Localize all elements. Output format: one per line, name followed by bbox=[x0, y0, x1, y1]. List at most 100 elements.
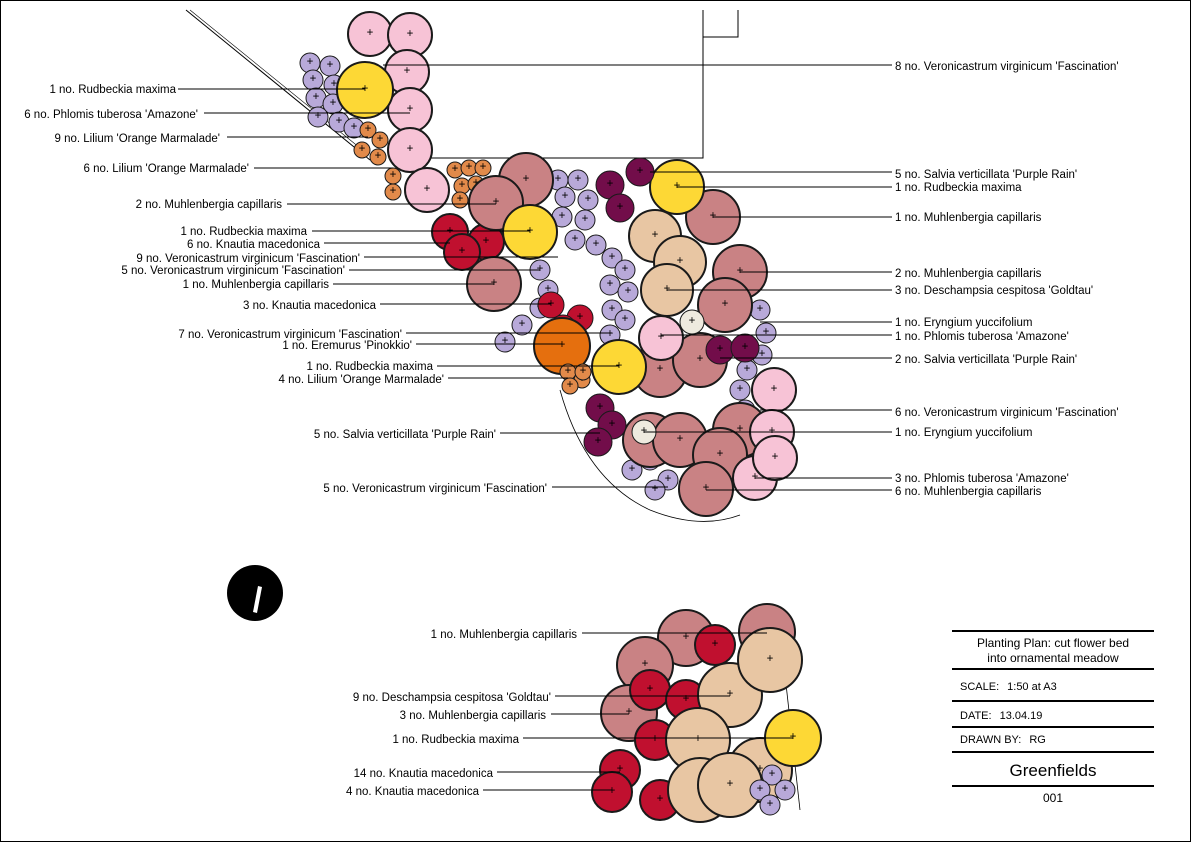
plant-centre-mark: + bbox=[548, 298, 555, 310]
plant-centre-mark: + bbox=[480, 161, 487, 173]
date-label: DATE: bbox=[960, 710, 992, 722]
plant-veronicastrum-virginicum-fascination-5-16 bbox=[617, 281, 639, 303]
plant-centre-mark: + bbox=[609, 418, 616, 430]
plant-veronicastrum-virginicum-fascination-5-24 bbox=[729, 379, 751, 401]
scale-label: SCALE: bbox=[960, 681, 1000, 693]
plant-centre-mark: + bbox=[752, 471, 759, 483]
plant-centre-mark: + bbox=[585, 193, 592, 205]
plant-phlomis-tuberosa-amazone-0-4 bbox=[387, 127, 433, 173]
plant-centre-mark: + bbox=[782, 783, 789, 795]
plant-veronicastrum-virginicum-fascination-19-1 bbox=[749, 779, 771, 801]
plant-centre-mark: + bbox=[677, 255, 684, 267]
plant-centre-mark: + bbox=[313, 91, 320, 103]
plant-centre-mark: + bbox=[652, 483, 659, 495]
plant-centre-mark: + bbox=[537, 263, 544, 275]
plant-centre-mark: + bbox=[609, 251, 616, 263]
plant-centre-mark: + bbox=[607, 278, 614, 290]
top-label-20: 1 no. Muhlenbergia capillaris bbox=[895, 212, 1042, 224]
plant-centre-mark: + bbox=[703, 482, 710, 494]
plant-centre-mark: + bbox=[307, 56, 314, 68]
plant-centre-mark: + bbox=[580, 365, 587, 377]
plant-centre-mark: + bbox=[452, 163, 459, 175]
top-label-11: 3 no. Knautia macedonica bbox=[243, 300, 377, 312]
plant-deschampsia-cespitosa-goldtau-17-1 bbox=[737, 627, 803, 693]
plant-centre-mark: + bbox=[626, 706, 633, 718]
plant-centre-mark: + bbox=[375, 150, 382, 162]
plant-salvia-verticillata-purple-rain-8-7 bbox=[730, 333, 760, 363]
north-arrow-icon bbox=[227, 565, 283, 621]
plant-centre-mark: + bbox=[457, 193, 464, 205]
top-label-14: 1 no. Rudbeckia maxima bbox=[306, 361, 433, 373]
plant-centre-mark: + bbox=[390, 185, 397, 197]
plant-centre-mark: + bbox=[331, 78, 338, 90]
plant-centre-mark: + bbox=[527, 225, 534, 237]
plant-centre-mark: + bbox=[647, 683, 654, 695]
plant-centre-mark: + bbox=[545, 283, 552, 295]
top-label-12: 7 no. Veronicastrum virginicum 'Fascinat… bbox=[178, 329, 402, 341]
top-label-4: 6 no. Lilium 'Orange Marmalade' bbox=[84, 163, 249, 175]
top-label-25: 2 no. Salvia verticillata 'Purple Rain' bbox=[895, 354, 1077, 366]
plant-centre-mark: + bbox=[769, 768, 776, 780]
top-label-7: 6 no. Knautia macedonica bbox=[187, 239, 321, 251]
plant-lilium-orange-marmalade-12-3 bbox=[574, 363, 592, 381]
top-label-28: 3 no. Phlomis tuberosa 'Amazone' bbox=[895, 473, 1069, 485]
plant-centre-mark: + bbox=[577, 311, 584, 323]
plant-centre-mark: + bbox=[665, 473, 672, 485]
plant-centre-mark: + bbox=[559, 339, 566, 351]
plant-veronicastrum-virginicum-fascination-19-3 bbox=[759, 794, 781, 816]
title-block: Planting Plan: cut flower bed into ornam… bbox=[952, 630, 1154, 812]
plant-veronicastrum-virginicum-fascination-1-6 bbox=[307, 106, 329, 128]
top-label-1: 1 no. Rudbeckia maxima bbox=[49, 84, 176, 96]
plant-centre-mark: + bbox=[657, 363, 664, 375]
drawing-title-line-1: Planting Plan: cut flower bed bbox=[976, 636, 1130, 650]
plant-veronicastrum-virginicum-fascination-5-14 bbox=[614, 259, 636, 281]
plant-rudbeckia-maxima-7-0 bbox=[502, 204, 558, 260]
plant-centre-mark: + bbox=[407, 143, 414, 155]
label-leader-lines bbox=[178, 64, 892, 791]
plant-centre-mark: + bbox=[652, 733, 659, 745]
plant-centre-mark: + bbox=[567, 379, 574, 391]
plant-rudbeckia-maxima-2-0 bbox=[336, 61, 394, 119]
plant-centre-mark: + bbox=[327, 59, 334, 71]
plant-centre-mark: + bbox=[582, 213, 589, 225]
plant-centre-mark: + bbox=[483, 235, 490, 247]
plant-centre-mark: + bbox=[697, 353, 704, 365]
plant-knautia-macedonica-10-0 bbox=[537, 291, 565, 319]
plant-groups: + + + + + + + + + + + + + + + + + + + + + + + + + + + + + + + + + + + + + + + +… bbox=[299, 11, 822, 823]
plant-centre-mark: + bbox=[404, 65, 411, 77]
top-label-22: 3 no. Deschampsia cespitosa 'Goldtau' bbox=[895, 285, 1093, 297]
plant-lilium-orange-marmalade-3-2 bbox=[353, 141, 371, 159]
plant-centre-mark: + bbox=[629, 463, 636, 475]
plant-centre-mark: + bbox=[523, 173, 530, 185]
top-label-0: 8 no. Veronicastrum virginicum 'Fascinat… bbox=[895, 61, 1119, 73]
plant-eryngium-yuccifolium-13-0 bbox=[679, 309, 705, 335]
plant-centre-mark: + bbox=[744, 363, 751, 375]
plant-centre-mark: + bbox=[617, 201, 624, 213]
plant-centre-mark: + bbox=[757, 303, 764, 315]
plant-centre-mark: + bbox=[695, 733, 702, 745]
plant-centre-mark: + bbox=[767, 798, 774, 810]
drawn-by-value: RG bbox=[1029, 734, 1046, 746]
top-label-27: 1 no. Eryngium yuccifolium bbox=[895, 427, 1032, 439]
plant-veronicastrum-virginicum-fascination-5-5 bbox=[574, 209, 596, 231]
plant-centre-mark: + bbox=[330, 97, 337, 109]
bottom-label-1: 9 no. Deschampsia cespitosa 'Goldtau' bbox=[353, 692, 551, 704]
plant-centre-mark: + bbox=[502, 335, 509, 347]
plant-veronicastrum-virginicum-fascination-19-0 bbox=[761, 764, 783, 786]
top-label-23: 1 no. Eryngium yuccifolium bbox=[895, 317, 1032, 329]
plant-centre-mark: + bbox=[742, 341, 749, 353]
plant-centre-mark: + bbox=[763, 326, 770, 338]
plant-centre-mark: + bbox=[641, 425, 648, 437]
plant-centre-mark: + bbox=[466, 161, 473, 173]
plant-centre-mark: + bbox=[637, 165, 644, 177]
plant-centre-mark: + bbox=[359, 143, 366, 155]
top-label-18: 5 no. Salvia verticillata 'Purple Rain' bbox=[895, 169, 1077, 181]
plant-centre-mark: + bbox=[459, 245, 466, 257]
scale-value: 1:50 at A3 bbox=[1007, 681, 1057, 693]
plant-centre-mark: + bbox=[757, 783, 764, 795]
plant-muhlenbergia-capillaris-6-12 bbox=[678, 461, 734, 517]
top-label-10: 1 no. Muhlenbergia capillaris bbox=[183, 279, 330, 291]
plant-centre-mark: + bbox=[759, 348, 766, 360]
top-label-8: 9 no. Veronicastrum virginicum 'Fascinat… bbox=[136, 253, 360, 265]
